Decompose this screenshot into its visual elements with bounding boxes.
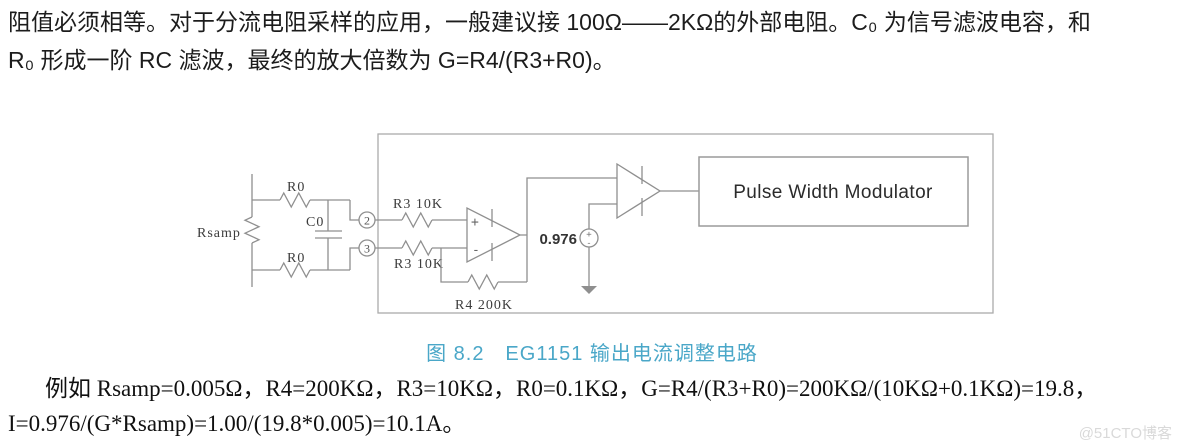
pin-3: 3: [358, 239, 376, 257]
vref-source: + - 0.976: [539, 203, 617, 294]
sampling-network: Rsamp R0 R0 C0: [197, 174, 359, 287]
r3-bottom: R3 10K: [375, 239, 467, 272]
r0-bottom-label: R0: [287, 251, 305, 266]
pin2-number: 2: [364, 214, 370, 228]
paragraph-bottom-line1: 例如 Rsamp=0.005Ω，R4=200KΩ，R3=10KΩ，R0=0.1K…: [45, 376, 1098, 401]
vref-top-wire: [588, 203, 617, 229]
vref-minus-sign: -: [586, 239, 591, 249]
pwm-label: Pulse Width Modulator: [733, 182, 933, 203]
r3-top: R3 10K: [375, 197, 467, 229]
rsamp-resistor: [243, 216, 261, 244]
opamp-plus-sign: +: [471, 215, 479, 230]
pin3-number: 3: [364, 242, 370, 256]
opamp-output-wire: [520, 177, 617, 282]
paragraph-bottom-line2: I=0.976/(G*Rsamp)=1.00/(19.8*0.005)=10.1…: [8, 411, 466, 436]
pwm-box: [698, 156, 969, 227]
r3-bottom-label: R3 10K: [394, 257, 444, 272]
watermark: @51CTO博客: [1078, 425, 1172, 442]
r3-bottom-resistor: [401, 239, 433, 257]
r0-top-resistor: [279, 191, 311, 209]
r4-wire: [440, 248, 527, 283]
ic-boundary-box: [377, 133, 994, 314]
figure-caption: 图 8.2 EG1151 输出电流调整电路: [426, 343, 758, 365]
pin2-feed-wire: [349, 200, 359, 221]
c0-capacitor: [315, 200, 342, 270]
ground-symbol: [581, 286, 597, 294]
paragraph-top-line1: 阻值必须相等。对于分流电阻采样的应用，一般建议接 100Ω——2KΩ的外部电阻。…: [8, 9, 1091, 35]
paragraph-bottom: 例如 Rsamp=0.005Ω，R4=200KΩ，R3=10KΩ，R0=0.1K…: [8, 371, 1184, 441]
r4-resistor: [467, 273, 499, 291]
paragraph-top-line2: R₀ 形成一阶 RC 滤波，最终的放大倍数为 G=R4/(R3+R0)。: [8, 47, 616, 73]
pin-2: 2: [358, 211, 376, 229]
vref-plus-sign: +: [586, 230, 592, 240]
r3-top-resistor: [401, 211, 433, 229]
vref-value-label: 0.976: [539, 231, 577, 248]
opamp-minus-sign: -: [472, 243, 480, 258]
r3-top-label: R3 10K: [393, 197, 443, 212]
opamp: + -: [466, 206, 522, 264]
r4-label: R4 200K: [455, 298, 513, 313]
r0-top-label: R0: [287, 180, 305, 195]
r4-feedback: R4 200K: [440, 248, 527, 313]
pwm-block: Pulse Width Modulator: [698, 156, 969, 227]
pin3-feed-wire: [349, 247, 359, 270]
r0-bottom-resistor: [279, 261, 311, 279]
comparator-triangle: [616, 162, 662, 220]
rsamp-label: Rsamp: [197, 226, 241, 241]
opamp-triangle: [466, 206, 522, 264]
comparator: [616, 162, 699, 220]
paragraph-top: 阻值必须相等。对于分流电阻采样的应用，一般建议接 100Ω——2KΩ的外部电阻。…: [8, 3, 1184, 79]
c0-label: C0: [306, 215, 324, 230]
